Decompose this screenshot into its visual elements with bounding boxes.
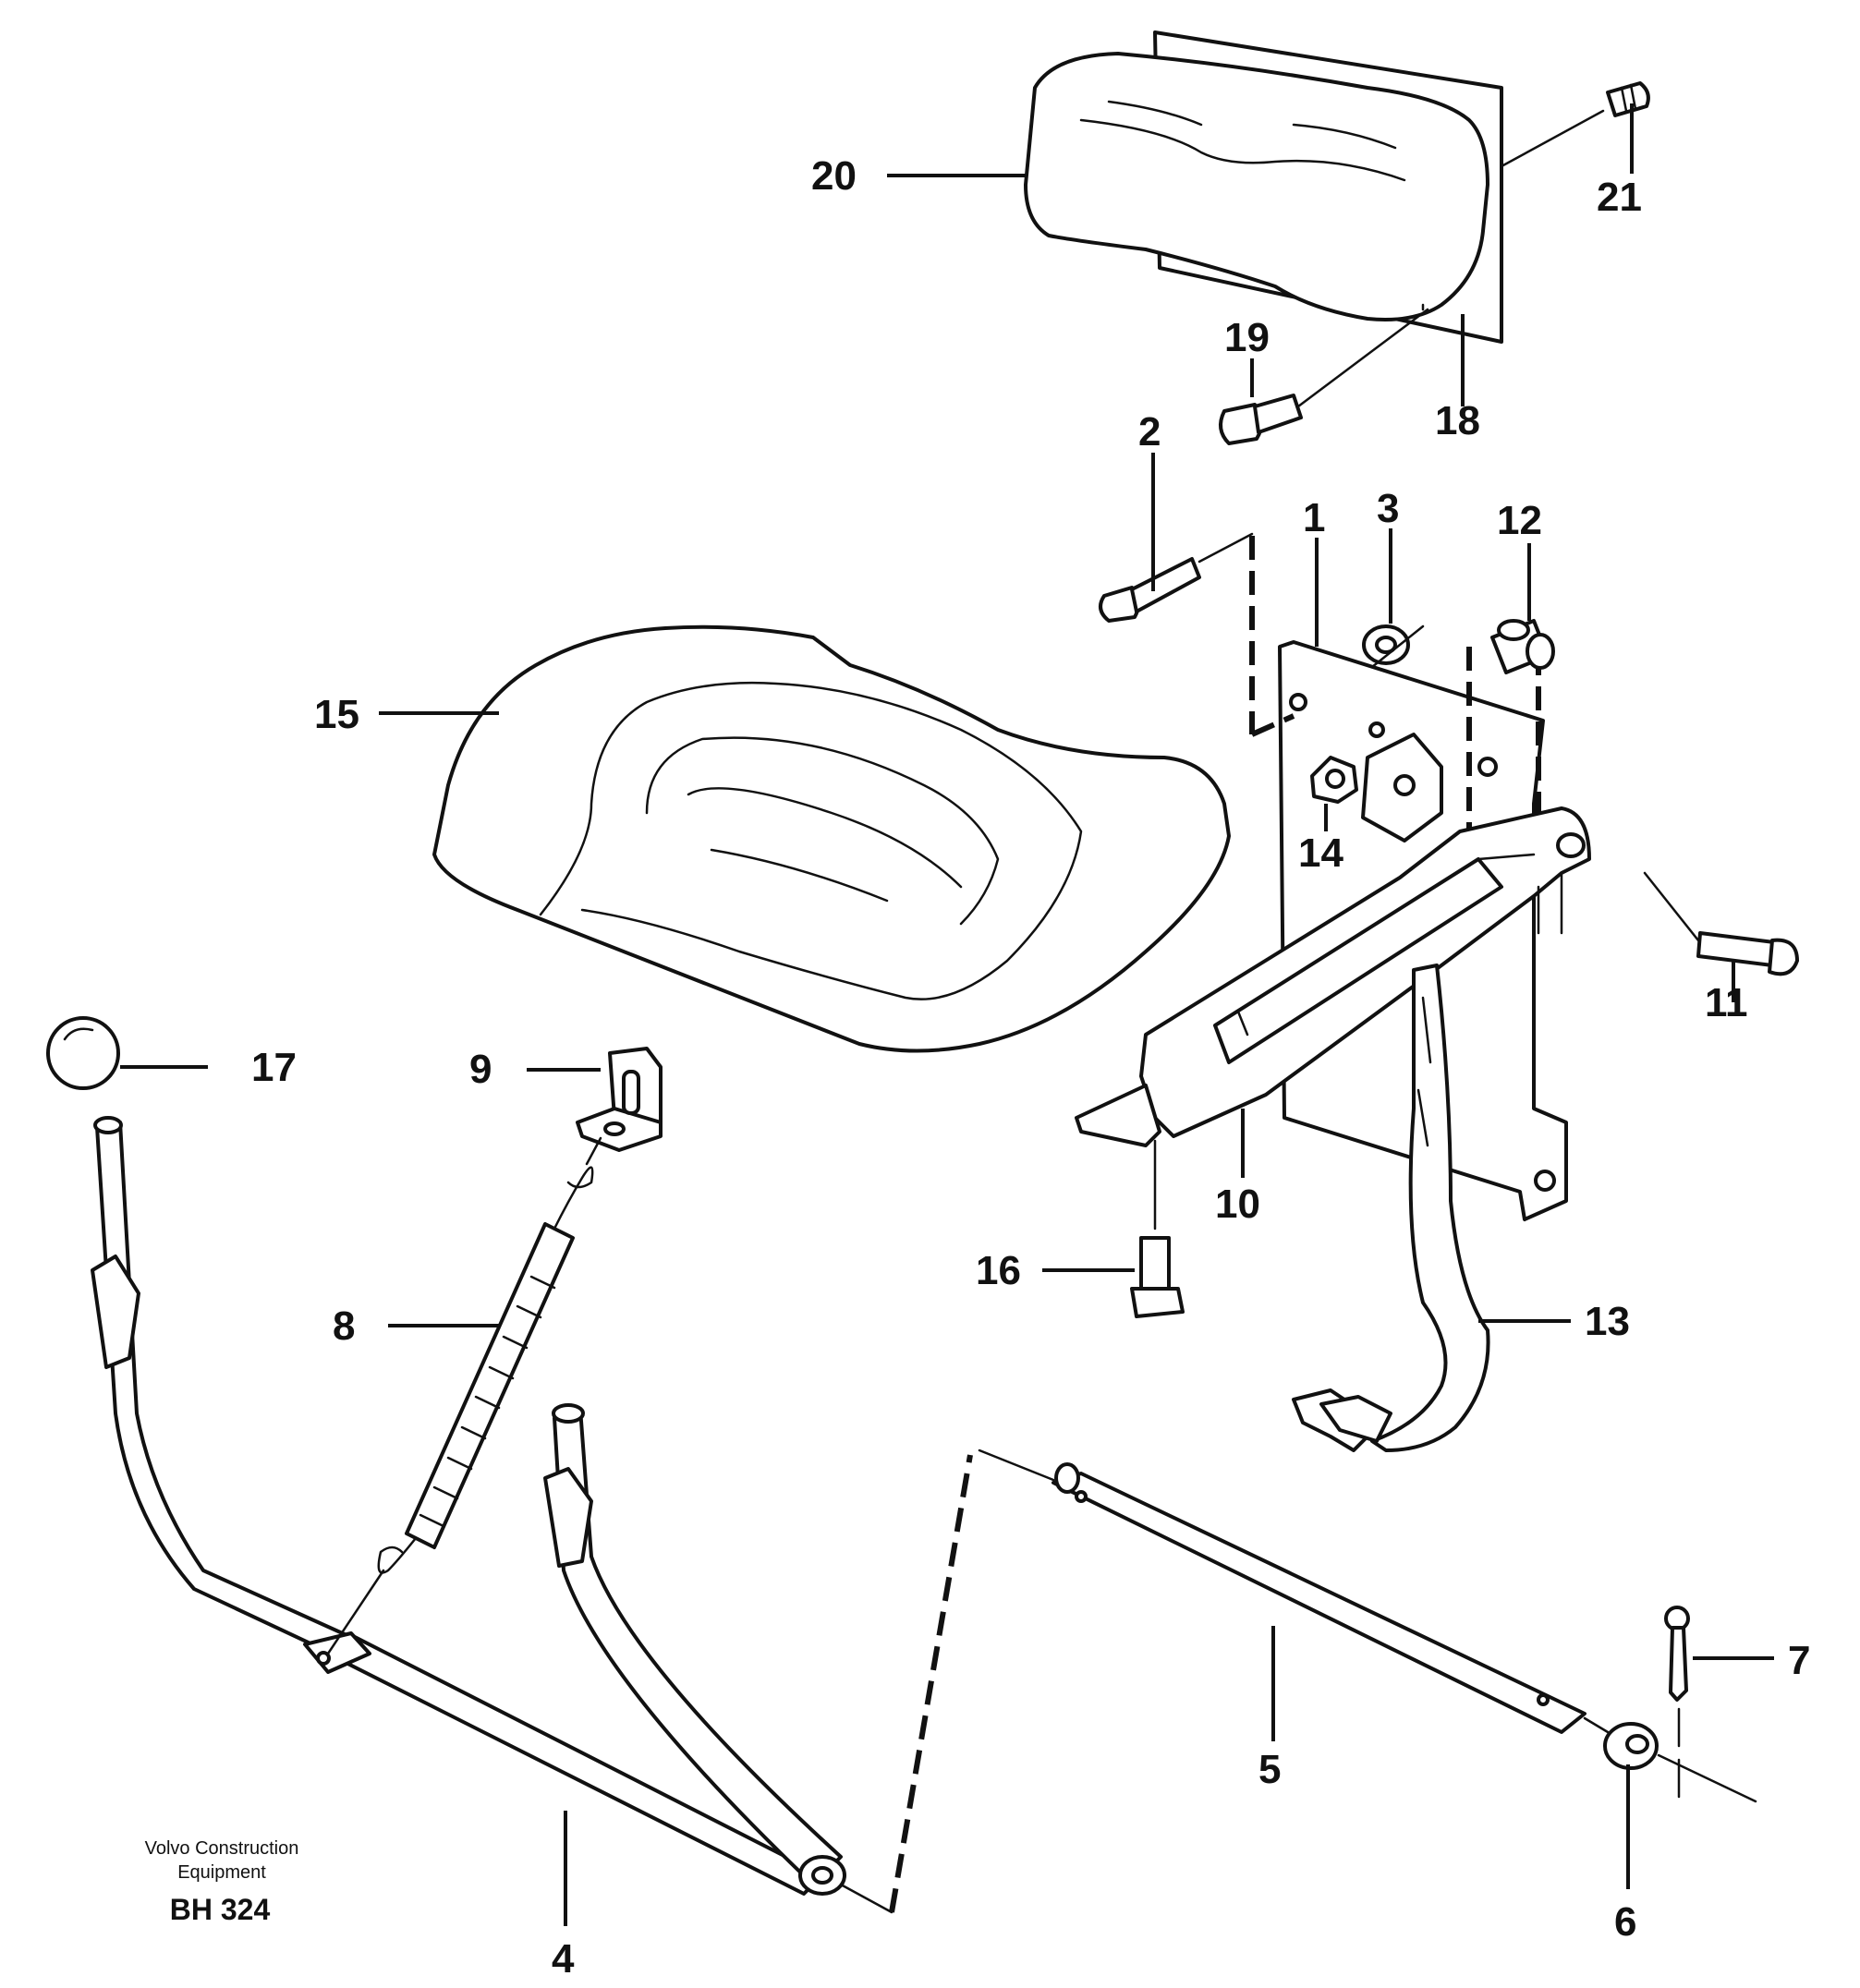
spacer-12 (1490, 619, 1555, 674)
callout-labels: 20 21 19 18 2 1 3 12 15 14 11 17 9 10 16… (251, 153, 1810, 1982)
callout-5: 5 (1258, 1747, 1281, 1792)
credit-line-2: Equipment (177, 1862, 266, 1883)
knob-17 (46, 1016, 120, 1090)
bolt-16 (1130, 1139, 1185, 1318)
backrest-assembly (1024, 30, 1503, 344)
seat-belt-13 (1292, 964, 1490, 1452)
callout-11: 11 (1705, 980, 1748, 1025)
drawing-code: BH 324 (170, 1893, 271, 1926)
callout-4: 4 (552, 1936, 575, 1982)
bracket-9 (576, 1047, 663, 1166)
callout-16: 16 (976, 1248, 1021, 1293)
callout-18: 18 (1435, 398, 1480, 443)
seat-cushion (432, 624, 1231, 1053)
callout-20: 20 (811, 153, 857, 199)
bolt-19 (1219, 308, 1429, 445)
callout-21: 21 (1597, 175, 1642, 220)
callout-10: 10 (1215, 1182, 1260, 1227)
callout-15: 15 (314, 692, 359, 737)
leader-lines (120, 103, 1774, 1926)
bolt-11 (1643, 871, 1799, 976)
callout-12: 12 (1497, 498, 1542, 543)
bolt-2 (1099, 532, 1254, 623)
nut-14 (1310, 756, 1358, 804)
callout-14: 14 (1298, 830, 1343, 876)
backrest-cushion (1024, 52, 1489, 321)
washer-3 (1362, 624, 1425, 669)
washer-6 (1583, 1716, 1757, 1803)
callout-6: 6 (1614, 1899, 1636, 1945)
cotter-pin-7 (1664, 1606, 1690, 1799)
slide-rail-10 (1075, 806, 1591, 1147)
callout-17: 17 (251, 1045, 297, 1090)
adjustment-lever-4 (91, 1116, 973, 1914)
callout-13: 13 (1585, 1299, 1630, 1344)
callout-3: 3 (1377, 486, 1399, 531)
callout-7: 7 (1788, 1638, 1810, 1683)
callout-1: 1 (1303, 495, 1325, 540)
callout-19: 19 (1224, 315, 1270, 360)
screw-21 (1500, 81, 1650, 168)
credit-line-1: Volvo Construction (145, 1838, 299, 1859)
callout-9: 9 (469, 1047, 492, 1092)
callout-8: 8 (333, 1303, 355, 1349)
callout-2: 2 (1138, 409, 1161, 455)
pin-rod-5 (978, 1449, 1586, 1734)
credit-block: Volvo Construction Equipment BH 324 (145, 1838, 299, 1926)
